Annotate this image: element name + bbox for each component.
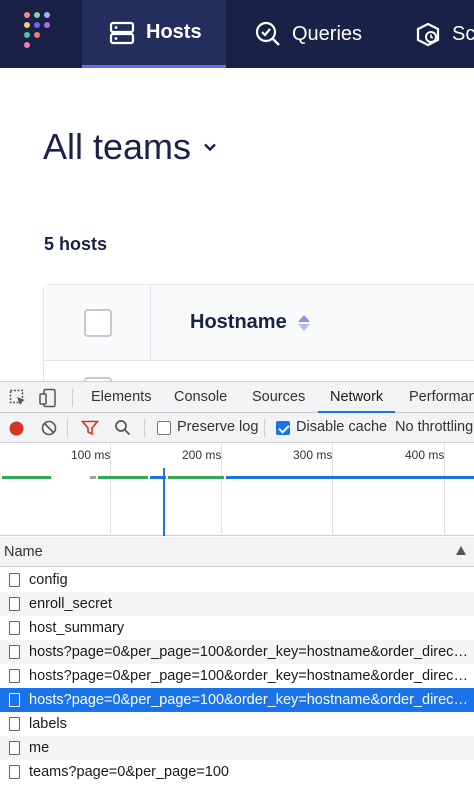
clear-icon[interactable] bbox=[41, 420, 57, 436]
tab-network[interactable]: Network bbox=[318, 382, 396, 413]
chevron-down-icon bbox=[204, 143, 216, 152]
timeline-tick-400: 400 ms bbox=[405, 448, 445, 462]
network-toolbar: Preserve log Disable cache No throttling bbox=[0, 413, 474, 443]
preserve-log-label[interactable]: Preserve log bbox=[177, 419, 259, 435]
select-all-checkbox[interactable] bbox=[84, 309, 112, 337]
request-row[interactable]: hosts?page=0&per_page=100&order_key=host… bbox=[0, 688, 474, 712]
sort-ascending-icon bbox=[456, 546, 466, 555]
request-row[interactable]: me bbox=[0, 736, 474, 760]
nav-tab-queries-label: Queries bbox=[292, 22, 363, 45]
document-icon bbox=[9, 621, 20, 635]
timeline-tick-300: 300 ms bbox=[293, 448, 333, 462]
request-row[interactable]: hosts?page=0&per_page=100&order_key=host… bbox=[0, 640, 474, 664]
search-icon[interactable] bbox=[114, 419, 131, 436]
table-header bbox=[44, 285, 474, 361]
timeline-bar bbox=[150, 476, 166, 479]
device-toolbar-icon[interactable] bbox=[39, 388, 57, 408]
request-name: me bbox=[29, 740, 50, 756]
queries-icon bbox=[254, 20, 282, 48]
devtools-tabbar: Elements Console Sources Network Perform… bbox=[0, 382, 474, 413]
document-icon bbox=[9, 765, 20, 779]
team-selector[interactable]: All teams bbox=[43, 126, 217, 168]
fleet-logo[interactable] bbox=[24, 12, 58, 48]
request-row[interactable]: hosts?page=0&per_page=100&order_key=host… bbox=[0, 664, 474, 688]
document-icon bbox=[9, 645, 20, 659]
document-icon bbox=[9, 573, 20, 587]
nav-tab-hosts[interactable]: Hosts bbox=[82, 0, 226, 68]
team-selector-label: All teams bbox=[43, 126, 192, 167]
filter-icon[interactable] bbox=[81, 420, 99, 436]
network-timeline[interactable]: 100 ms 200 ms 300 ms 400 ms bbox=[0, 444, 474, 536]
hostname-column-header[interactable]: Hostname bbox=[190, 311, 311, 334]
schedule-icon bbox=[414, 20, 442, 48]
request-name: labels bbox=[29, 716, 67, 732]
request-name: hosts?page=0&per_page=100&order_key=host… bbox=[29, 668, 469, 684]
tab-console[interactable]: Console bbox=[174, 389, 228, 405]
document-icon bbox=[9, 669, 20, 683]
nav-tab-schedule[interactable]: Sc bbox=[414, 0, 474, 68]
document-icon bbox=[9, 693, 20, 707]
throttling-select[interactable]: No throttling bbox=[395, 419, 474, 435]
tab-sources[interactable]: Sources bbox=[252, 389, 306, 405]
request-name: host_summary bbox=[29, 620, 125, 636]
document-icon bbox=[9, 741, 20, 755]
request-row[interactable]: enroll_secret bbox=[0, 592, 474, 616]
nav-tab-schedule-label: Sc bbox=[452, 22, 474, 45]
request-name: enroll_secret bbox=[29, 596, 113, 612]
request-row[interactable]: host_summary bbox=[0, 616, 474, 640]
timeline-marker bbox=[163, 468, 165, 536]
request-row[interactable]: config bbox=[0, 568, 474, 592]
inspect-element-icon[interactable] bbox=[9, 389, 27, 407]
name-column-header[interactable]: Name bbox=[4, 544, 43, 560]
nav-tab-hosts-label: Hosts bbox=[146, 21, 202, 43]
timeline-tick-200: 200 ms bbox=[182, 448, 222, 462]
request-name: hosts?page=0&per_page=100&order_key=host… bbox=[29, 644, 469, 660]
hosts-icon bbox=[108, 19, 136, 47]
devtools-panel: Elements Console Sources Network Perform… bbox=[0, 381, 474, 786]
disable-cache-checkbox[interactable] bbox=[276, 421, 290, 435]
request-name: hosts?page=0&per_page=100&order_key=host… bbox=[29, 692, 469, 708]
hosts-table: Hostname bbox=[43, 284, 474, 405]
tab-elements[interactable]: Elements bbox=[91, 389, 152, 405]
requests-table-header[interactable]: Name bbox=[0, 537, 474, 567]
nav-tab-queries[interactable]: Queries bbox=[254, 0, 362, 68]
document-icon bbox=[9, 597, 20, 611]
tab-performance[interactable]: Performan bbox=[409, 389, 474, 405]
timeline-bar bbox=[168, 476, 224, 479]
host-count: 5 hosts bbox=[44, 234, 108, 254]
request-row[interactable]: labels bbox=[0, 712, 474, 736]
request-row[interactable]: teams?page=0&per_page=100 bbox=[0, 760, 474, 784]
document-icon bbox=[9, 717, 20, 731]
sort-icon bbox=[297, 314, 310, 331]
record-icon[interactable] bbox=[9, 421, 24, 436]
timeline-tick-100: 100 ms bbox=[71, 448, 111, 462]
top-navigation: Hosts Queries Sc bbox=[0, 0, 474, 68]
timeline-bar bbox=[2, 476, 51, 479]
disable-cache-label[interactable]: Disable cache bbox=[296, 419, 388, 435]
timeline-bar bbox=[98, 476, 148, 479]
request-name: teams?page=0&per_page=100 bbox=[29, 764, 229, 780]
timeline-bar bbox=[226, 476, 474, 479]
hostname-header-label: Hostname bbox=[190, 311, 287, 333]
timeline-bar bbox=[90, 476, 96, 479]
preserve-log-checkbox[interactable] bbox=[157, 421, 171, 435]
request-name: config bbox=[29, 572, 68, 588]
